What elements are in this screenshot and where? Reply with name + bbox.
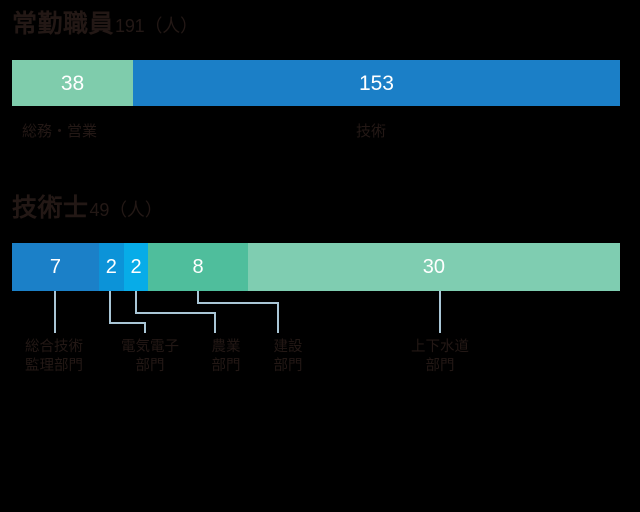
staff-segment-gijutsu: 153 <box>132 60 620 106</box>
engineer-title-main: 技術士 <box>12 194 89 222</box>
leader-lines <box>54 291 441 333</box>
engineer-label-sogo-line1: 総合技術 <box>25 339 83 355</box>
engineer-label-nogyo-line2: 部門 <box>211 358 241 374</box>
engineer-label-josuido: 上下水道 部門 <box>382 338 498 376</box>
engineer-label-kensetsu-line1: 建設 <box>273 339 303 355</box>
engineer-segment-nogyo-value: 2 <box>130 256 142 278</box>
engineer-stacked-bar: 7 2 2 8 30 <box>12 243 620 291</box>
engineer-segment-kensetsu-value: 8 <box>192 256 204 278</box>
engineer-label-sogo: 総合技術 監理部門 <box>2 338 106 376</box>
engineer-segment-sogo: 7 <box>12 243 99 291</box>
engineer-segment-josuido-value: 30 <box>422 256 445 278</box>
engineer-label-josuido-line1: 上下水道 <box>411 339 469 355</box>
engineer-label-nogyo: 農業 部門 <box>190 338 262 376</box>
staff-segment-soumu: 38 <box>12 60 133 106</box>
engineer-label-denki: 電気電子 部門 <box>104 338 196 376</box>
engineer-label-denki-line2: 部門 <box>135 358 165 374</box>
staff-stacked-bar: 38 153 <box>12 60 620 106</box>
engineer-segment-kensetsu: 8 <box>148 243 248 291</box>
staff-label-gijutsu: 技術 <box>356 123 387 140</box>
leader-line-denki <box>109 291 146 333</box>
staff-title-main: 常勤職員 <box>12 10 115 38</box>
page-title-staff: 常勤職員 191（人） <box>12 12 198 37</box>
engineer-segment-sogo-value: 7 <box>49 256 61 278</box>
engineer-label-denki-line1: 電気電子 <box>121 339 179 355</box>
engineer-segment-denki: 2 <box>98 243 124 291</box>
staff-segment-gijutsu-value: 153 <box>358 71 394 95</box>
engineer-segment-nogyo: 2 <box>123 243 149 291</box>
staff-segment-soumu-value: 38 <box>60 71 85 95</box>
engineer-segment-denki-value: 2 <box>105 256 117 278</box>
engineer-label-sogo-line2: 監理部門 <box>25 358 83 374</box>
engineer-label-kensetsu: 建設 部門 <box>252 338 324 376</box>
page-title-engineer: 技術士 49（人） <box>12 196 163 221</box>
engineer-segment-josuido: 30 <box>247 243 620 291</box>
engineer-label-nogyo-line1: 農業 <box>211 339 241 355</box>
engineer-label-kensetsu-line2: 部門 <box>273 358 303 374</box>
leader-line-nogyo <box>135 291 216 333</box>
engineer-label-josuido-line2: 部門 <box>425 358 455 374</box>
engineer-title-count: 49（人） <box>89 200 163 220</box>
staff-label-soumu: 総務・営業 <box>22 123 98 140</box>
staff-title-count: 191（人） <box>115 16 198 36</box>
leader-line-kensetsu <box>197 291 279 333</box>
